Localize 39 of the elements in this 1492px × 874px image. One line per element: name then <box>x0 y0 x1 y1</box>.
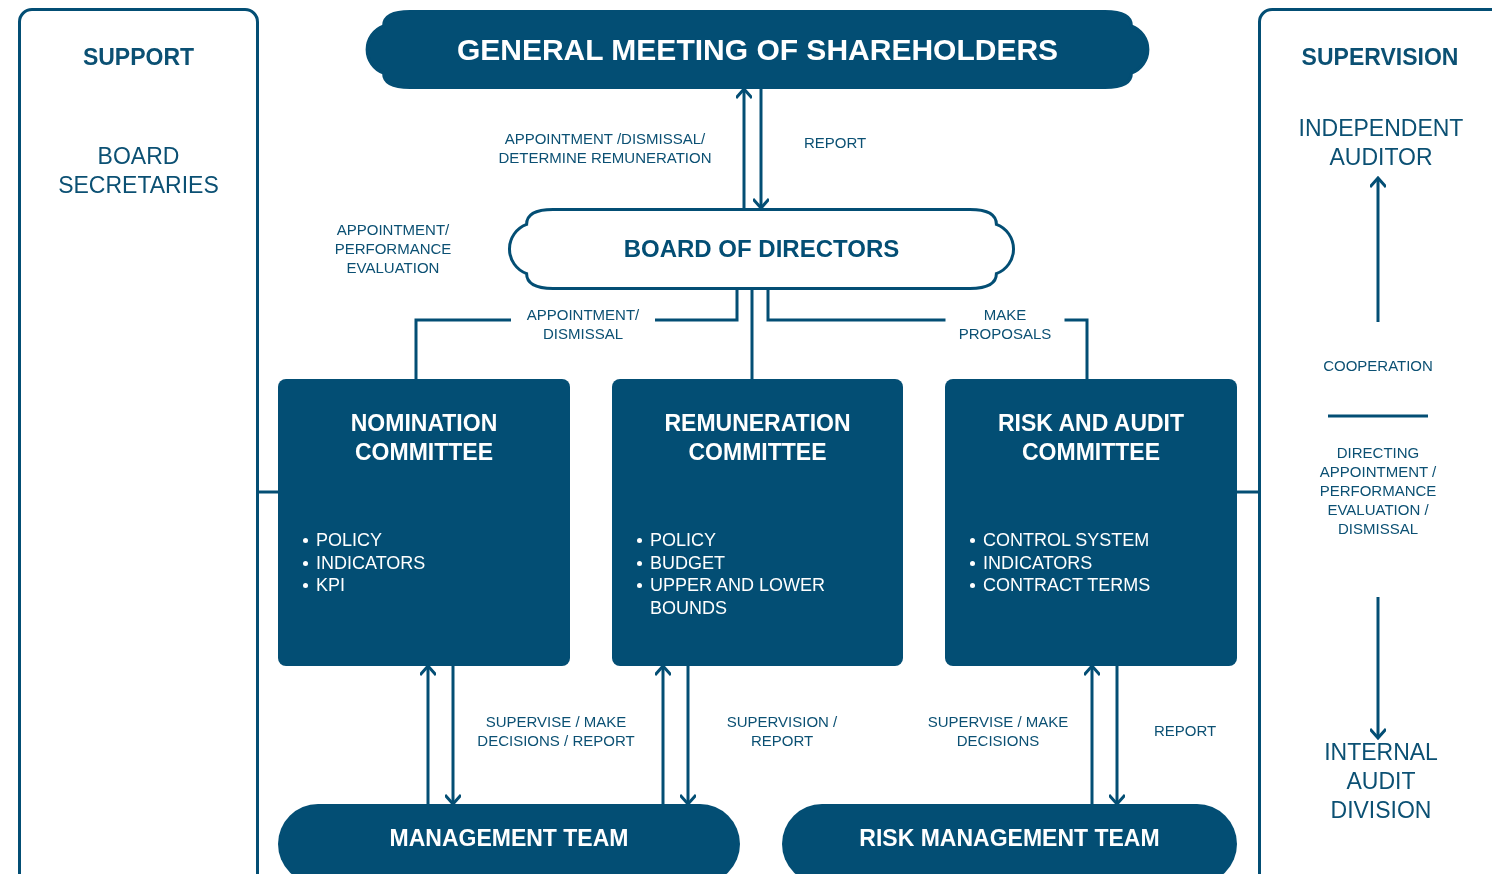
committee-title: NOMINATION COMMITTEE <box>349 409 499 467</box>
arrow <box>678 666 698 806</box>
side-panel <box>18 8 259 874</box>
arrow <box>734 87 754 208</box>
committee-title: RISK AND AUDIT COMMITTEE <box>996 409 1186 467</box>
bullet-item: KPI <box>316 575 345 595</box>
node-title: GENERAL MEETING OF SHAREHOLDERS <box>456 32 1059 67</box>
arrow <box>751 89 771 210</box>
bullet-item: POLICY <box>316 530 383 550</box>
bullet-item: INDICATORS <box>316 552 426 573</box>
cloud-shape-box <box>505 208 1018 290</box>
node-title: BOARD OF DIRECTORS <box>623 235 900 263</box>
connector-line <box>259 490 278 494</box>
team-title: MANAGEMENT TEAM <box>389 824 629 852</box>
committee-box <box>945 379 1237 666</box>
committee-box <box>278 379 570 666</box>
arrow <box>443 666 463 806</box>
unit-title: INDEPENDENT AUDITOR <box>1297 114 1465 172</box>
panel-heading: SUPPORT <box>81 44 196 71</box>
connector-line <box>750 290 754 379</box>
bullet-item: CONTRACT TERMS <box>983 575 1151 595</box>
bullet-item: POLICY <box>650 530 717 550</box>
committee-title: REMUNERATION COMMITTEE <box>663 409 852 467</box>
panel-heading: SUPERVISION <box>1300 44 1460 71</box>
connector-line <box>1237 490 1258 494</box>
arrow <box>418 664 438 804</box>
arrow <box>653 664 673 804</box>
arrow <box>1368 597 1388 740</box>
arrow <box>1082 664 1102 804</box>
unit-title: INTERNAL AUDIT DIVISION <box>1323 738 1439 825</box>
bullet-item: INDICATORS <box>983 552 1093 573</box>
team-title: RISK MANAGEMENT TEAM <box>859 824 1160 852</box>
bullet-item: CONTROL SYSTEM <box>983 530 1150 550</box>
bullet-item: UPPER AND LOWER BOUNDS <box>650 575 826 618</box>
bullet-item: BUDGET <box>650 552 725 573</box>
arrow <box>1107 666 1127 806</box>
arrow <box>1368 176 1388 322</box>
role-title: BOARD SECRETARIES <box>57 142 220 200</box>
committee-box <box>612 379 903 666</box>
